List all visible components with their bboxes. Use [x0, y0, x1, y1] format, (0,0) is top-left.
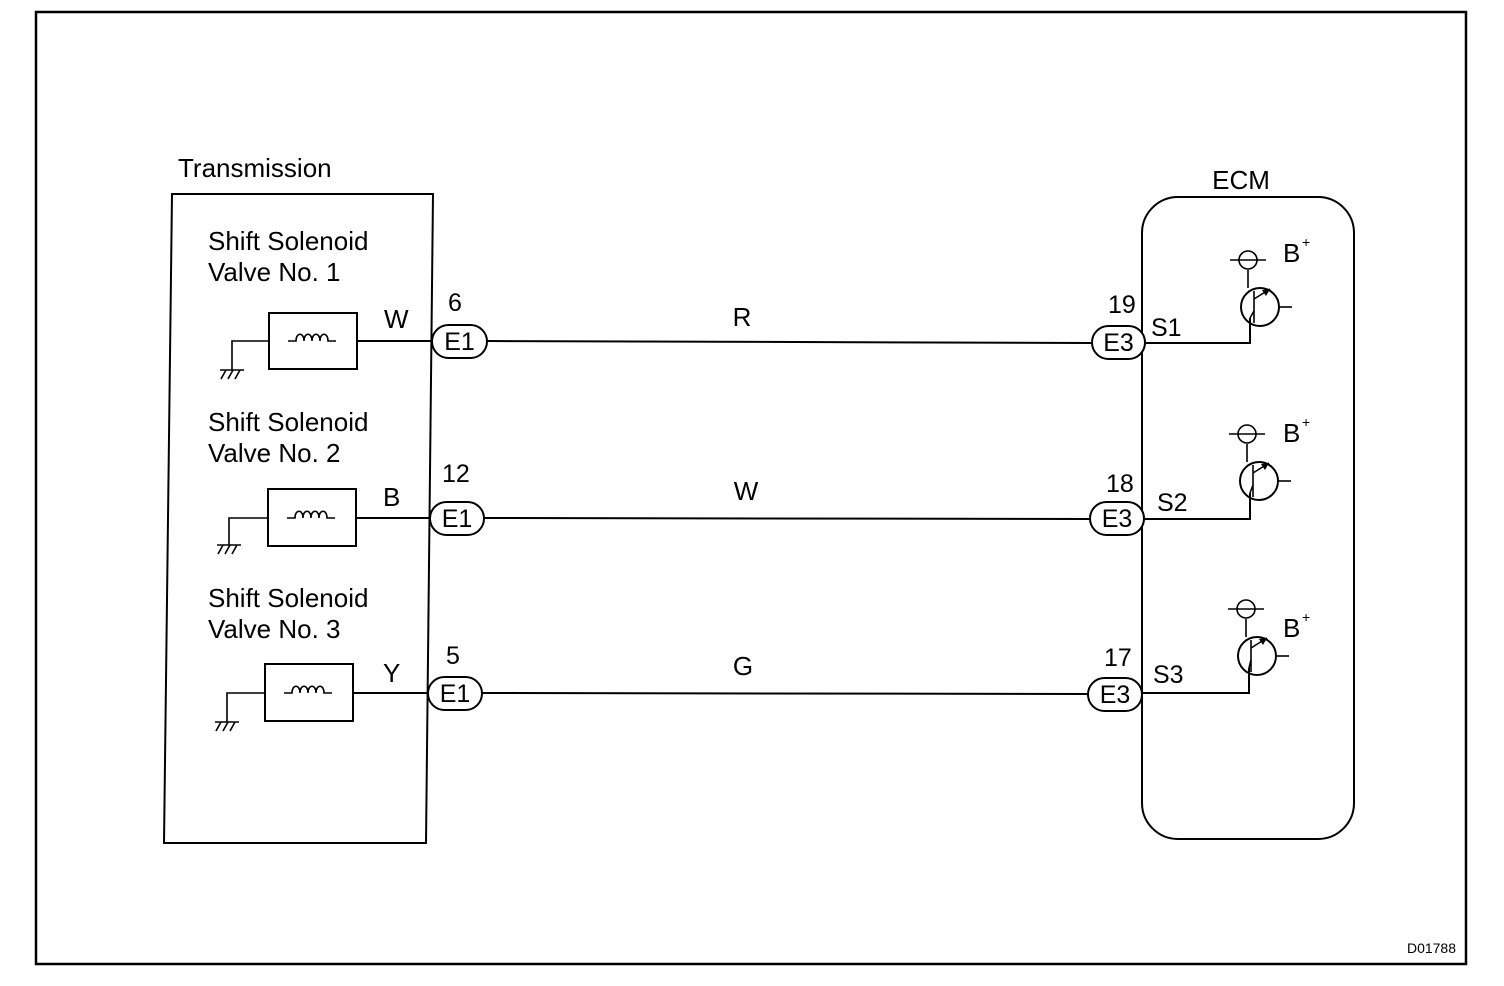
supply-1-terminal-icon: [1230, 250, 1266, 270]
supply-1-plus: +: [1302, 234, 1310, 250]
harness-wire-3: [481, 692, 1089, 695]
transmission-title: Transmission: [178, 153, 332, 183]
solenoid-1-box: [268, 312, 358, 370]
connector-e3-1-label: E3: [1103, 329, 1134, 357]
harness-wire-2: [483, 517, 1091, 520]
solenoid-3-coil-icon: [284, 685, 332, 694]
supply-2-label: B: [1283, 418, 1300, 448]
solenoid-1-label-line1: Shift Solenoid: [208, 226, 368, 256]
supply-2-plus: +: [1302, 414, 1310, 430]
ecm-terminal-1: S1: [1151, 314, 1182, 342]
harness-2-color: W: [734, 476, 759, 506]
connector-e1-2-label: E1: [442, 505, 473, 533]
ecm-pin-3: 17: [1104, 644, 1132, 672]
figure-id: D01788: [1407, 940, 1456, 956]
supply-3-label: B: [1283, 613, 1300, 643]
trans-pin-2: 12: [442, 460, 470, 488]
supply-3-plus: +: [1302, 609, 1310, 625]
solenoid-2-label-line2: Valve No. 2: [208, 438, 340, 468]
circuit-3: Shift Solenoid Valve No. 3 Y 5 E1 G 17 E…: [208, 583, 1310, 732]
ecm-terminal-2: S2: [1157, 489, 1188, 517]
supply-2-terminal-icon: [1229, 424, 1265, 444]
diagram-frame: [34, 10, 1468, 966]
trans-pin-1: 6: [448, 289, 462, 317]
harness-3-color: G: [733, 651, 753, 681]
solenoid-3-box: [264, 663, 354, 722]
supply-3-terminal-icon: [1228, 599, 1264, 619]
connector-e1-1-label: E1: [444, 328, 475, 356]
trans-pin-3: 5: [446, 642, 460, 670]
circuit-2: Shift Solenoid Valve No. 2 B 12 E1 W 18 …: [208, 407, 1310, 555]
circuit-1: Shift Solenoid Valve No. 1 W 6 E1 R 19 E…: [208, 226, 1310, 380]
transistor-2-icon: [1239, 444, 1291, 501]
ecm-title: ECM: [1212, 165, 1270, 195]
solenoid-2-label-line1: Shift Solenoid: [208, 407, 368, 437]
ground-1-icon: [220, 340, 269, 380]
wire-1-color: W: [384, 304, 409, 334]
ecm-pin-1: 19: [1108, 291, 1136, 319]
wire-2-color: B: [383, 482, 400, 512]
transmission-block: Transmission: [162, 153, 435, 844]
transistor-1-icon: [1240, 270, 1292, 327]
harness-1-color: R: [733, 302, 752, 332]
solenoid-1-coil-icon: [288, 333, 336, 342]
connector-e3-2-label: E3: [1102, 505, 1133, 533]
solenoid-2-coil-icon: [287, 510, 335, 519]
transmission-outline: [162, 193, 435, 844]
transistor-3-icon: [1237, 619, 1289, 676]
connector-e3-3-label: E3: [1100, 681, 1131, 709]
solenoid-3-label-line1: Shift Solenoid: [208, 583, 368, 613]
ecm-terminal-3: S3: [1153, 661, 1184, 689]
solenoid-1-label-line2: Valve No. 1: [208, 257, 340, 287]
harness-wire-1: [486, 340, 1093, 344]
solenoid-3-label-line2: Valve No. 3: [208, 614, 340, 644]
ecm-pin-2: 18: [1106, 470, 1134, 498]
connector-e1-3-label: E1: [440, 680, 471, 708]
ground-3-icon: [215, 692, 265, 732]
wire-3-color: Y: [383, 658, 400, 688]
solenoid-2-box: [267, 488, 357, 547]
connector-e3-3: [1087, 677, 1143, 712]
supply-1-label: B: [1283, 238, 1300, 268]
ground-2-icon: [217, 517, 268, 555]
